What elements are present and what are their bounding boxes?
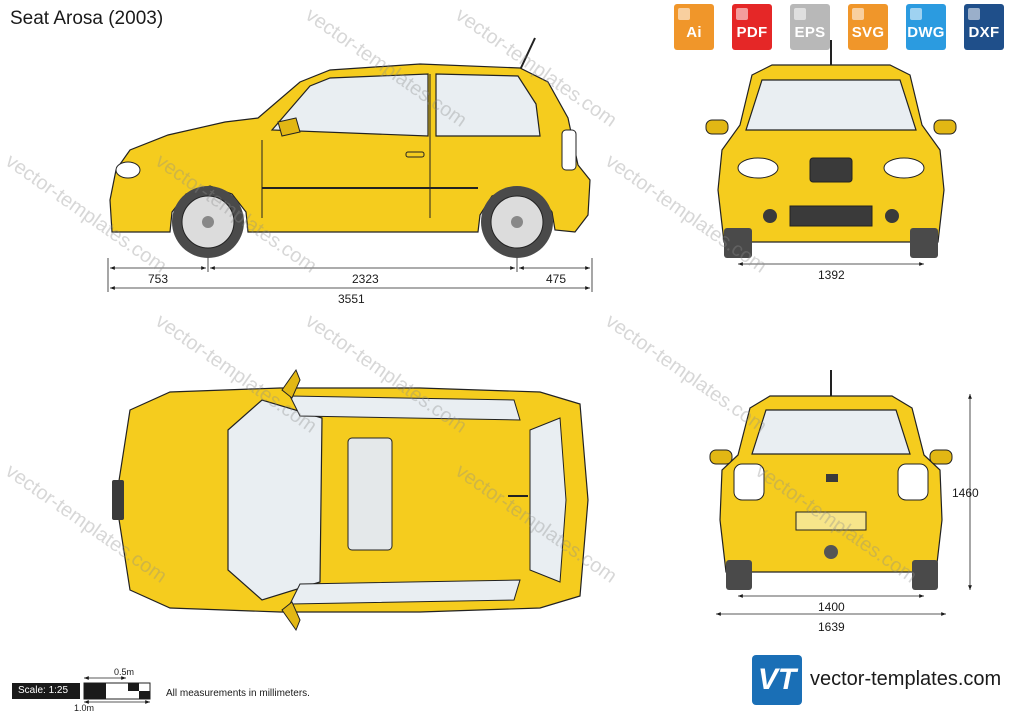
format-svg-label: SVG [851,24,885,41]
dim-rear-overhang: 475 [546,272,567,286]
front-windshield [745,79,917,131]
top-sunroof [347,437,393,551]
dim-wheelbase: 2323 [352,272,379,286]
top-front-badge [112,480,124,520]
top-mirror-lower [281,601,301,632]
scale-label: Scale: 1:25 [12,683,80,699]
dim-rear-track: 1400 [818,600,845,614]
vector-templates-logo[interactable]: VT [752,655,802,705]
top-view [112,368,589,632]
rear-plate [795,511,867,531]
format-dwg-icon[interactable]: DWG [900,4,952,50]
scale-half-m: 0.5m [114,667,135,677]
front-fog-left [763,209,777,223]
format-svg-icon[interactable]: SVG [842,4,894,50]
measurement-note: All measurements in millimeters. [166,688,310,699]
front-headlight-right [883,157,925,179]
format-eps-icon[interactable]: EPS [784,4,836,50]
front-mirror-left [705,119,729,135]
format-ai-label: Ai [686,24,702,41]
side-headlight [115,161,141,179]
front-air-intake [789,205,873,227]
top-mirror-upper [281,368,301,399]
format-eps-glyph [794,8,806,20]
rear-taillight-right [897,463,929,501]
top-side-window-top [289,395,521,421]
dim-length: 3551 [338,292,365,306]
format-ai-icon[interactable]: Ai [668,4,720,50]
side-door-handle [405,151,425,158]
top-side-window-bottom [289,579,521,605]
scale-bar [83,676,151,704]
scale-one-m: 1.0m [74,703,95,713]
vector-templates-site[interactable]: vector-templates.com [810,668,1002,690]
format-dwg-glyph [910,8,922,20]
rear-tow-hook [824,545,838,559]
dim-front-width: 1392 [818,268,845,282]
side-window-front [270,73,429,137]
format-pdf-glyph [736,8,748,20]
format-dxf-icon[interactable]: DXF [958,4,1010,50]
top-windshield [227,399,323,601]
rear-badge [826,474,838,482]
dim-width: 1639 [818,620,845,634]
front-tyre-right [910,228,938,258]
dim-front-overhang: 753 [148,272,169,286]
side-view [107,37,593,292]
format-dxf-label: DXF [968,24,1000,41]
front-view [705,40,957,266]
side-wheel-front [172,186,244,258]
side-window-rear [435,73,541,137]
front-mirror-right [933,119,957,135]
side-mirror [277,117,301,137]
dim-height: 1460 [952,486,979,500]
rear-taillight-left [733,463,765,501]
format-pdf-label: PDF [736,24,768,41]
format-eps-label: EPS [794,24,826,41]
format-svg-glyph [852,8,864,20]
rear-view [709,370,972,616]
format-ai-glyph [678,8,690,20]
front-headlight-left [737,157,779,179]
front-fog-right [885,209,899,223]
front-grille [809,157,853,183]
rear-mirror-left [709,449,733,465]
format-dwg-label: DWG [907,24,945,41]
top-rear-window [529,417,567,583]
page-title: Seat Arosa (2003) [10,8,164,29]
side-taillight [561,129,577,171]
rear-tyre-left [726,560,752,590]
rear-mirror-right [929,449,953,465]
side-antenna [519,37,536,71]
rear-tyre-right [912,560,938,590]
format-dxf-glyph [968,8,980,20]
rear-window [751,409,911,455]
format-downloads: Ai PDF EPS SVG DWG DXF [668,4,1010,50]
front-tyre-left [724,228,752,258]
side-wheel-rear [481,186,553,258]
format-pdf-icon[interactable]: PDF [726,4,778,50]
